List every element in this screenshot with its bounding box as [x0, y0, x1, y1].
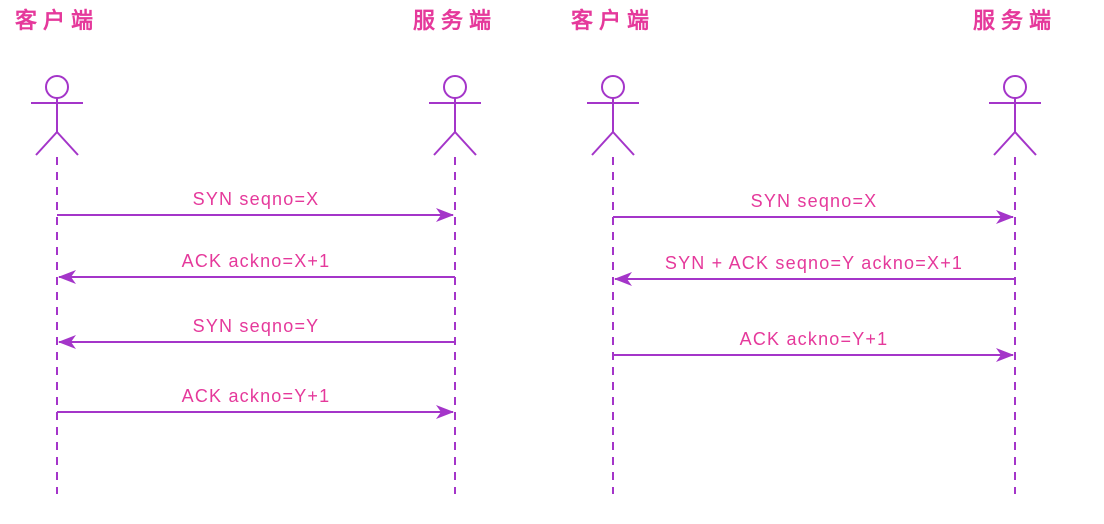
message-label: ACK ackno=Y+1 [182, 386, 331, 406]
message: ACK ackno=Y+1 [57, 386, 454, 419]
message: ACK ackno=X+1 [58, 251, 455, 284]
person-icon [31, 75, 83, 156]
person-icon [587, 75, 639, 156]
message-label: SYN seqno=X [193, 189, 320, 209]
person-icon [989, 75, 1041, 156]
message: SYN seqno=X [57, 189, 454, 222]
message-label: ACK ackno=X+1 [182, 251, 331, 271]
message: SYN + ACK seqno=Y ackno=X+1 [614, 253, 1015, 286]
message: SYN seqno=X [613, 191, 1014, 224]
message: ACK ackno=Y+1 [613, 329, 1014, 362]
actor-label: 服务端 [973, 8, 1057, 33]
message-label: SYN + ACK seqno=Y ackno=X+1 [665, 253, 963, 273]
tcp-three-way-handshake: 客户端 服务端 SYN seqno=X SYN + ACK seqno=Y ackno… [571, 8, 1057, 494]
message-label: SYN seqno=X [751, 191, 878, 211]
actor-label: 客户端 [571, 8, 655, 33]
actor-label: 客户端 [15, 8, 99, 33]
message-label: ACK ackno=Y+1 [740, 329, 889, 349]
actor-label: 服务端 [413, 8, 497, 33]
person-icon [429, 75, 481, 156]
message-label: SYN seqno=Y [193, 316, 320, 336]
message: SYN seqno=Y [58, 316, 455, 349]
